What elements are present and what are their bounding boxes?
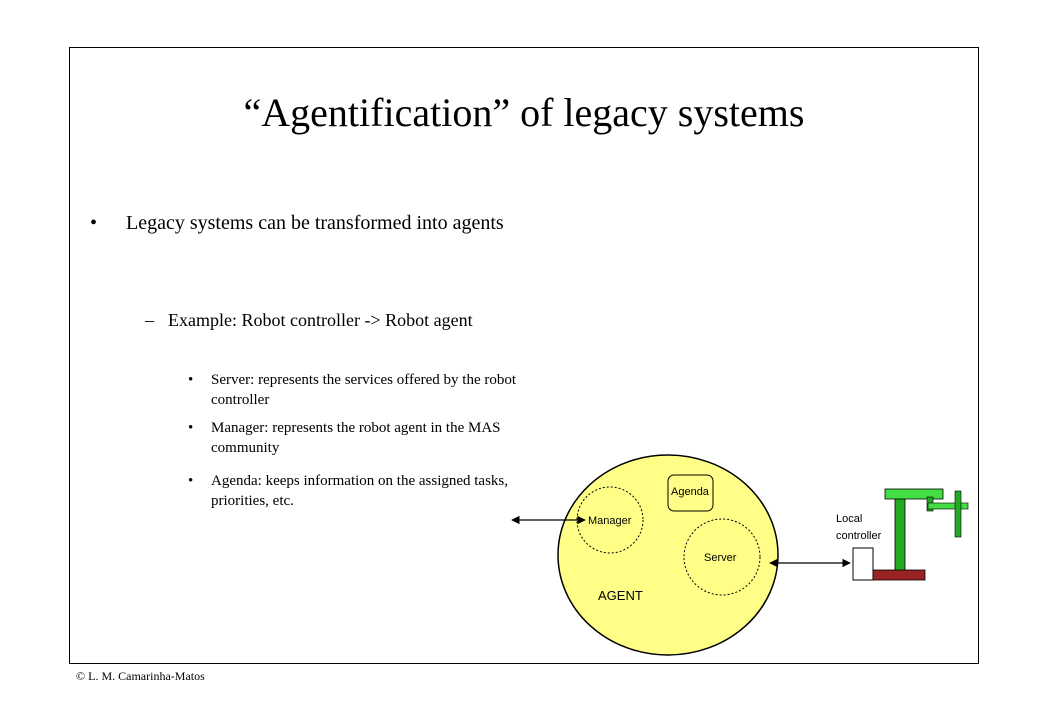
bullet-marker: • [90,212,98,234]
agent-ellipse [557,454,779,656]
local-controller-label-line2: controller [836,530,882,542]
manager-circle [576,486,644,554]
sub-bullet-example: Example: Robot controller -> Robot agent [168,310,473,330]
slide-title: “Agentification” of legacy systems [243,90,805,135]
dash-marker: – [145,310,154,330]
bullet-legacy-systems: Legacy systems can be transformed into a… [126,212,504,234]
server-label: Server [704,552,737,564]
agent-label: AGENT [598,588,643,603]
bullet-marker: • [188,372,194,388]
slide-frame [69,47,979,664]
robot-arm-icon [872,488,969,581]
bullet-marker: • [188,420,194,436]
item-manager: Manager: represents the robot agent in t… [211,420,501,456]
agenda-box [667,474,714,512]
item-agenda: Agenda: keeps information on the assigne… [211,473,509,509]
server-circle [683,518,761,596]
item-server: Server: represents the services offered … [211,372,517,408]
controller-box [852,547,874,581]
manager-label: Manager [588,515,632,527]
bullet-marker: • [188,473,194,489]
copyright-footer: © L. M. Camarinha-Matos [76,669,205,683]
local-controller-label-line1: Local [836,513,862,525]
agenda-label: Agenda [671,486,710,498]
